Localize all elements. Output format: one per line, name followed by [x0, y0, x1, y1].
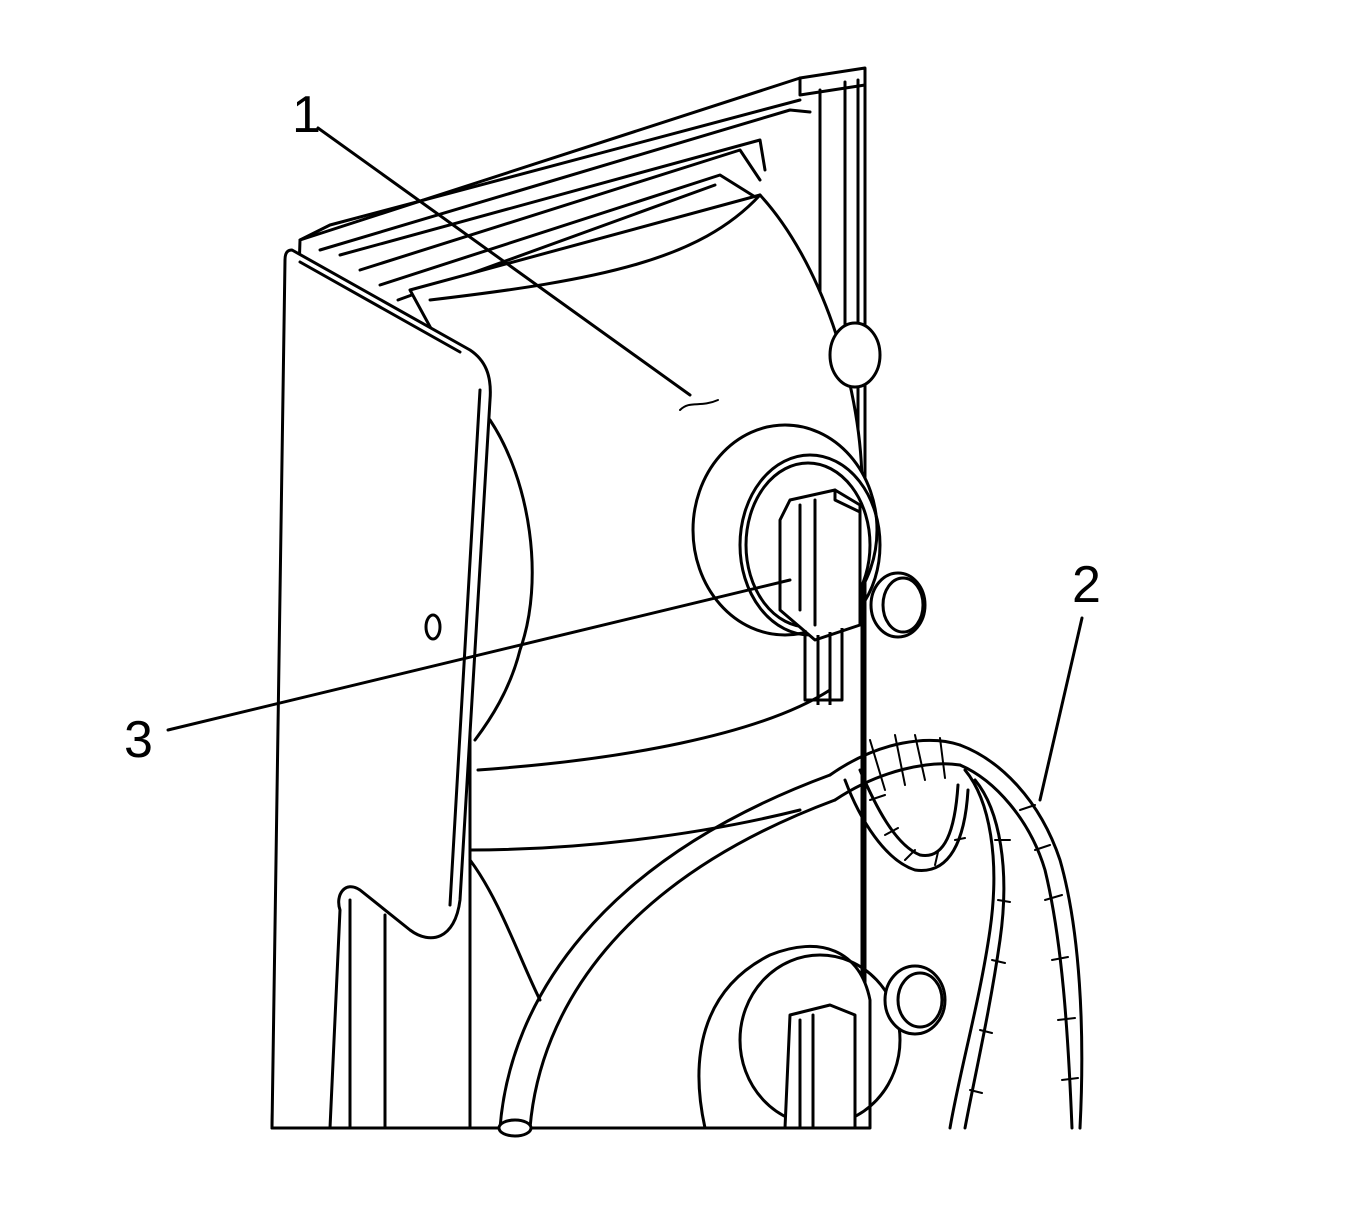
leader-lines: [166, 126, 1084, 802]
leader-line-3: [166, 578, 792, 732]
callout-2-label: 2: [1072, 556, 1101, 614]
mounting-panel: [270, 248, 542, 1130]
upper-electrical-connector: [778, 488, 862, 705]
callout-labels: 1 2 3: [124, 86, 1101, 769]
callout-1-label: 1: [292, 86, 321, 144]
lower-bulb-socket: [697, 944, 947, 1130]
wiring-harness: [497, 734, 1084, 1138]
leader-line-2: [1038, 616, 1084, 802]
leader-line-1: [316, 126, 692, 397]
callout-3-label: 3: [124, 711, 153, 769]
